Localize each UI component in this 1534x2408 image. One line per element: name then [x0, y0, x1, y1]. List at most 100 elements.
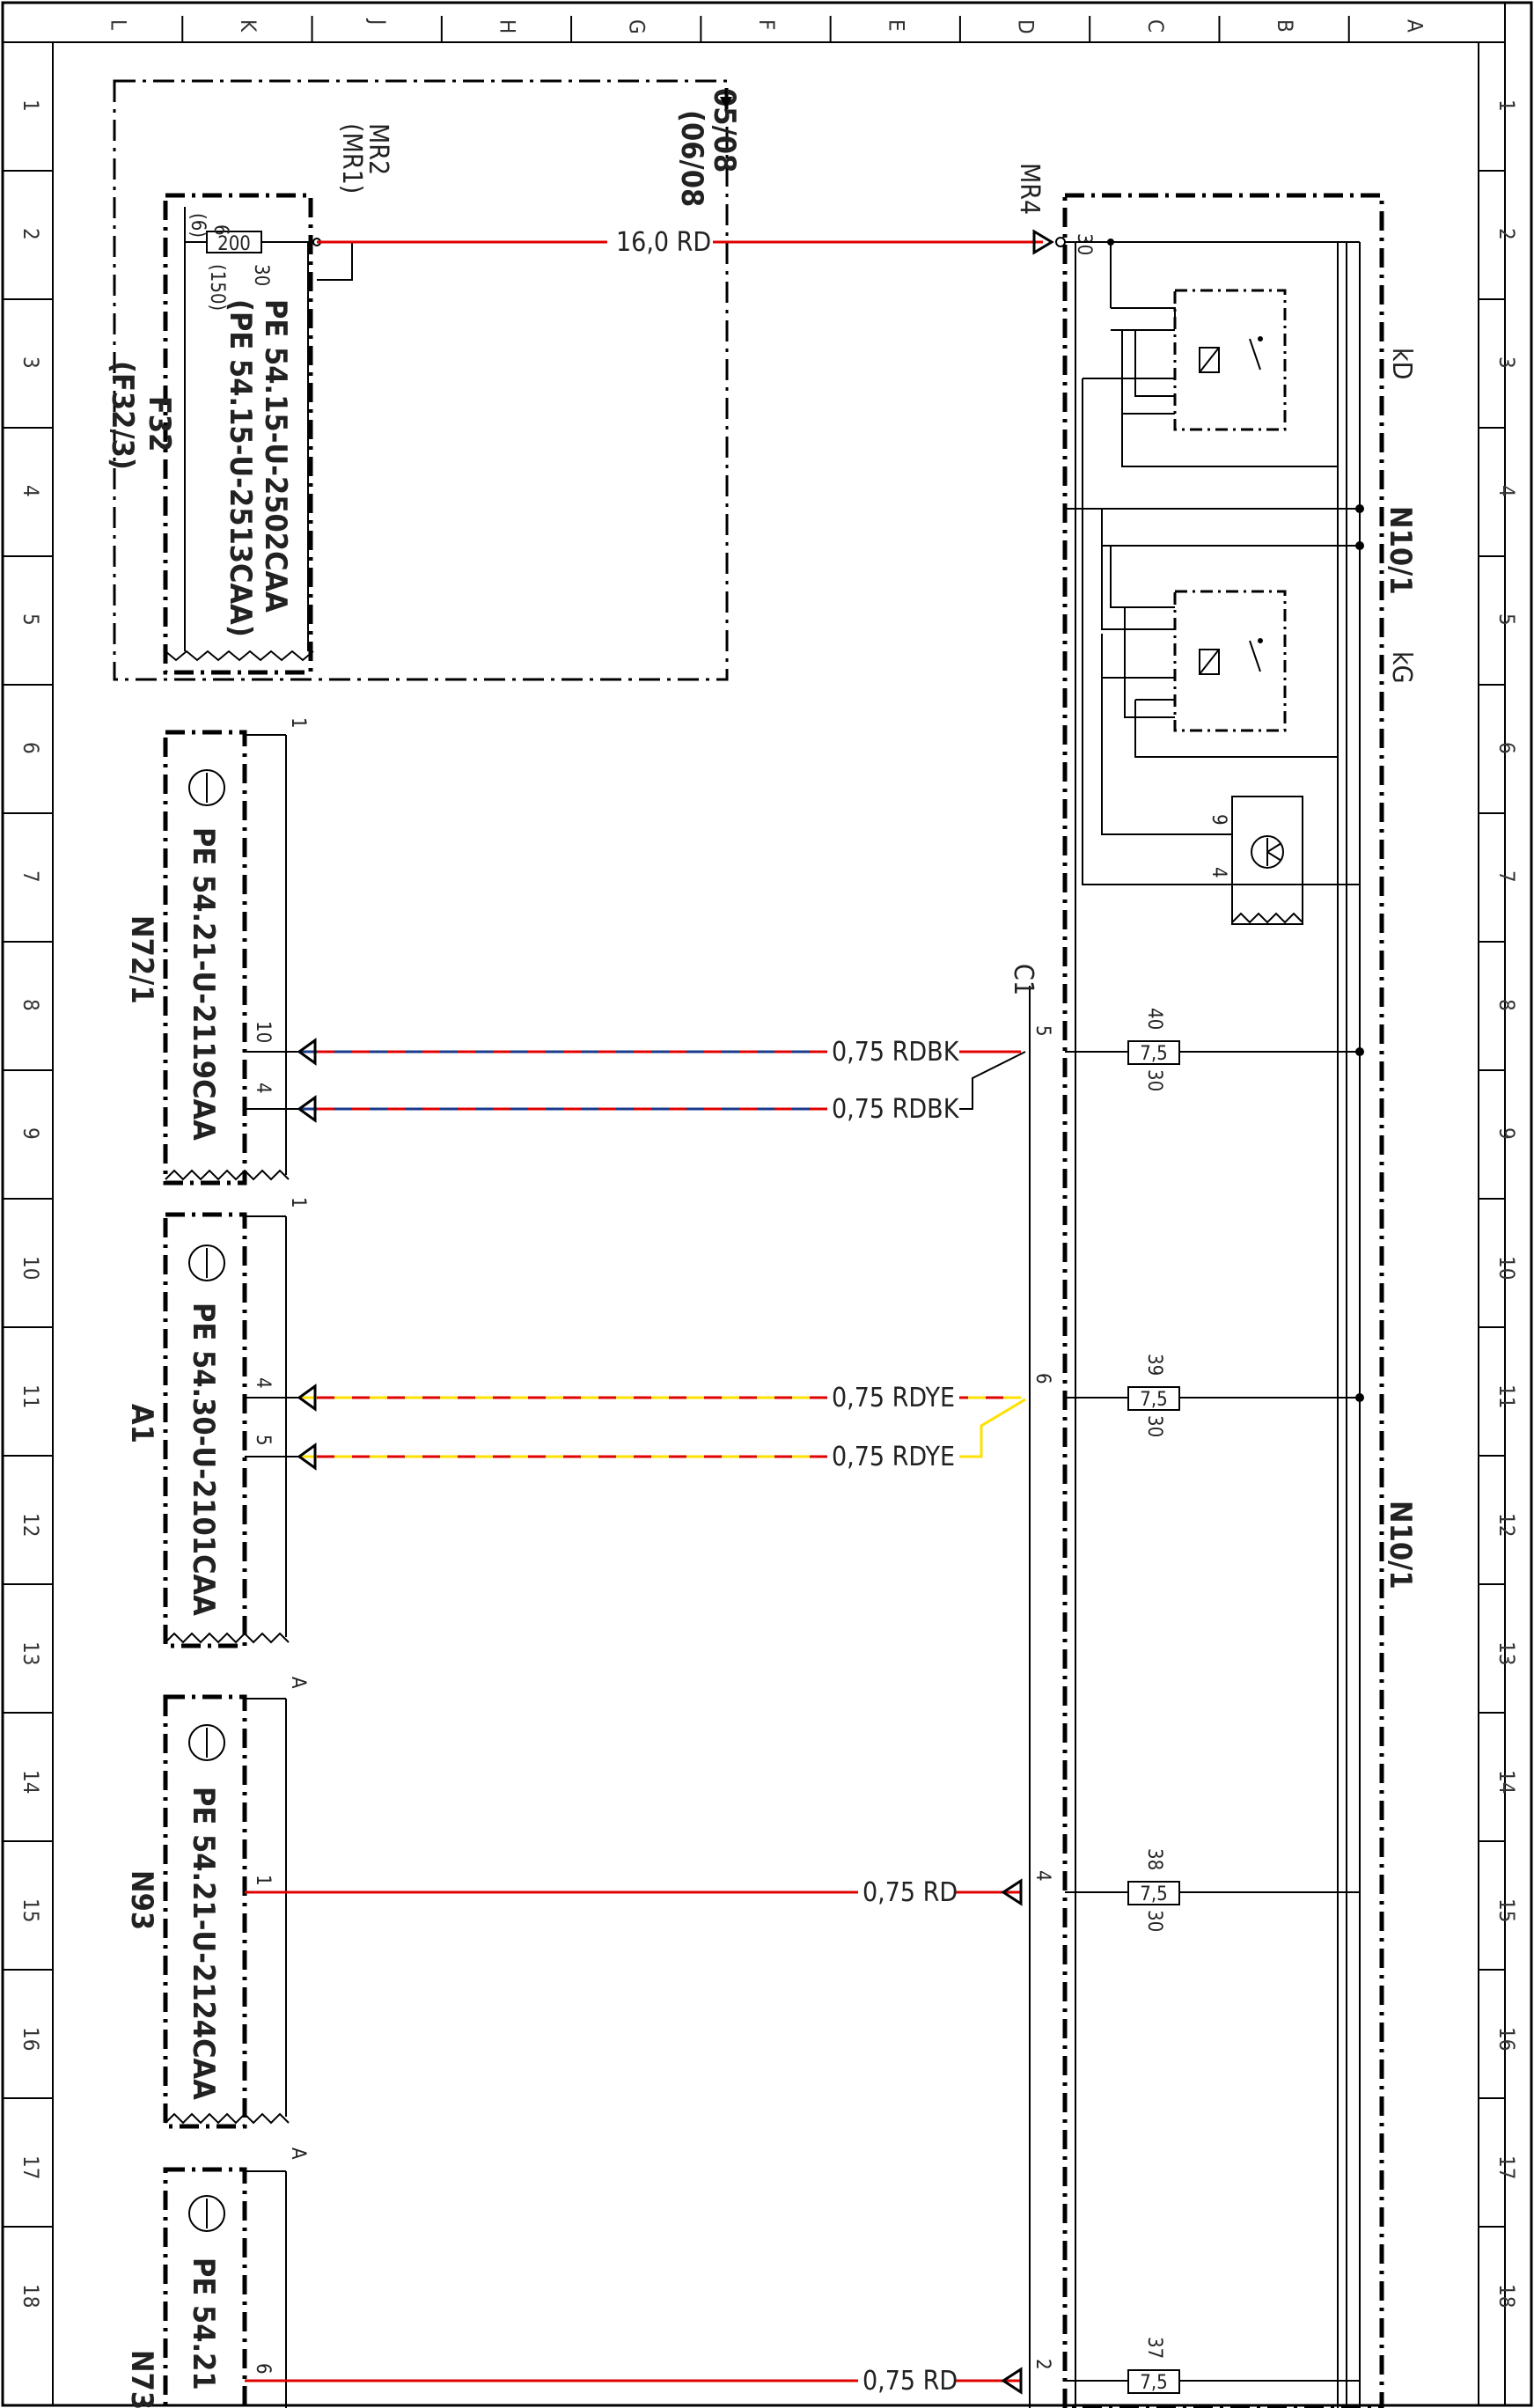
wire-n72-1-a-label: 0,75 RDBK	[832, 1037, 960, 1068]
grid-row-label: 17	[1494, 2155, 1519, 2179]
grid-row-label: 14	[18, 1770, 43, 1794]
n93-ref: PE 54.21-U-2124CAA	[186, 1787, 221, 2100]
grid-column-label: F	[754, 19, 779, 30]
connector-c1: C1	[1008, 964, 1039, 2408]
transistor-icon	[1251, 835, 1284, 869]
f32-pin-a-alt: (6)	[187, 213, 209, 238]
n73-pin-top: A	[287, 2147, 309, 2160]
n10-1-module: N10/1 N10/1 kD kG	[1062, 193, 1418, 2408]
c1-pin-6: 6	[1031, 1373, 1053, 1384]
fuse-39-pin: 30	[1143, 1415, 1165, 1437]
wire-n93: 0,75 RD	[245, 1877, 1023, 1908]
n93-pin-top: A	[287, 1677, 309, 1689]
fuse-output-37: 7,5 37 2	[1031, 2337, 1360, 2394]
mr4-arrow	[1032, 229, 1054, 255]
n72-1-component: PE 54.21-U-2119CAA N72/1 1 10 4	[124, 717, 309, 1186]
grid-column-label: A	[1402, 19, 1427, 33]
fuse-output-39: 7,5 39 30 6	[1031, 1354, 1364, 1437]
mr4-pin: 30	[1073, 233, 1095, 255]
wire-a1-a-label: 0,75 RDYE	[832, 1383, 955, 1413]
grid-row-label: 7	[18, 870, 43, 883]
fuse-38	[1127, 1881, 1180, 1905]
grid-row-label: 9	[18, 1127, 43, 1140]
n72-1-transistor-icon	[188, 769, 225, 806]
grid-row-label: 1	[1494, 99, 1519, 112]
grid-row-label: 4	[1494, 485, 1519, 497]
a1-pin-top: 1	[287, 1197, 309, 1208]
a1-pin-4: 4	[252, 1377, 274, 1389]
f32-name: F32	[142, 396, 177, 452]
date-range: 05/08 (06/08	[674, 88, 742, 207]
fuse-40-value: 7,5	[1140, 1043, 1167, 1065]
grid-row-label: 10	[1494, 1256, 1519, 1280]
n93-pin-1: 1	[252, 1875, 274, 1886]
grid-column-label: D	[1014, 19, 1039, 34]
f32-component: 200 6 (6) 30 (150) PE 54.15-U-2502CAA (P…	[105, 193, 321, 675]
n10-1-name-top: N10/1	[1383, 506, 1418, 595]
n93-component: PE 54.21-U-2124CAA N93 A 1	[124, 1677, 309, 2129]
wire-a1-b-label: 0,75 RDYE	[832, 1442, 955, 1472]
fuse-40-num: 40	[1143, 1008, 1165, 1030]
f32-pin-b: 30	[250, 264, 272, 286]
grid-column-label: J	[365, 18, 390, 25]
main-wire: 16,0 RD MR4 30	[317, 163, 1095, 258]
c1-pin-5: 5	[1031, 1025, 1053, 1037]
grid-row-label: 7	[1494, 870, 1519, 883]
mr2-alt: (MR1)	[336, 123, 367, 194]
mr2-box	[113, 79, 729, 681]
fuse-37	[1127, 2369, 1180, 2394]
grid-row-label: 13	[18, 1641, 43, 1665]
fuse-output-38: 7,5 38 30 4	[1031, 1848, 1360, 1932]
n73-pin-6: 6	[252, 2363, 274, 2375]
mr4-label: MR4	[1014, 163, 1045, 215]
f32-ref-1: PE 54.15-U-2502CAA	[258, 299, 293, 613]
grid-column-label: H	[495, 19, 519, 33]
n73-name: N73	[124, 2350, 159, 2408]
grid-row-label: 1	[18, 99, 43, 112]
a1-transistor-icon	[188, 1244, 225, 1281]
wire-n72-1-b: 0,75 RDBK	[245, 1051, 1026, 1125]
fuse-38-num: 38	[1143, 1848, 1165, 1870]
grid-row-label: 2	[1494, 228, 1519, 240]
grid-row-label: 6	[18, 742, 43, 754]
n72-1-pin-10: 10	[252, 1021, 274, 1043]
mr2-link: MR2 (MR1)	[317, 123, 393, 281]
grid-row-label: 15	[18, 1898, 43, 1922]
grid-row-label: 3	[1494, 356, 1519, 369]
c1-label: C1	[1008, 964, 1039, 995]
fuse-39-num: 39	[1143, 1354, 1165, 1376]
a1-name: A1	[124, 1404, 159, 1443]
fuse-output-40: 7,5 40 30 5	[1031, 1008, 1364, 1091]
c1-pin-4: 4	[1031, 1870, 1053, 1882]
grid-row-label: 16	[18, 2027, 43, 2051]
module-pin-9: 9	[1207, 814, 1229, 826]
grid-row-label: 5	[18, 613, 43, 626]
grid-column-label: G	[625, 19, 650, 34]
grid-row-label: 4	[18, 485, 43, 497]
a1-pin-5: 5	[252, 1435, 274, 1446]
grid-row-label: 2	[18, 228, 43, 240]
f32-fuse-value: 200	[217, 233, 251, 255]
f32-alt: (F32/3)	[105, 361, 140, 470]
n72-1-pin-4: 4	[252, 1083, 274, 1094]
grid-row-label: 14	[1494, 1770, 1519, 1794]
wire-n93-label: 0,75 RD	[862, 1877, 958, 1908]
relay-kd	[1173, 289, 1287, 431]
a1-ref: PE 54.30-U-2101CAA	[186, 1303, 221, 1616]
wire-a1-b: 0,75 RDYE	[245, 1398, 1026, 1472]
fuse-39-value: 7,5	[1140, 1389, 1167, 1411]
grid-row-label: 11	[1494, 1384, 1519, 1408]
fuse-40	[1127, 1040, 1180, 1065]
n10-1-name-mid: N10/1	[1383, 1501, 1418, 1589]
grid-row-label: 15	[1494, 1898, 1519, 1922]
grid-column-label: K	[236, 19, 261, 33]
wire-n73: 0,75 RD	[245, 2366, 1023, 2397]
fuse-37-num: 37	[1143, 2337, 1165, 2359]
grid-row-label: 13	[1494, 1641, 1519, 1665]
fuse-38-value: 7,5	[1140, 1883, 1167, 1905]
wire-n72-1-a: 0,75 RDBK	[245, 1037, 1021, 1068]
